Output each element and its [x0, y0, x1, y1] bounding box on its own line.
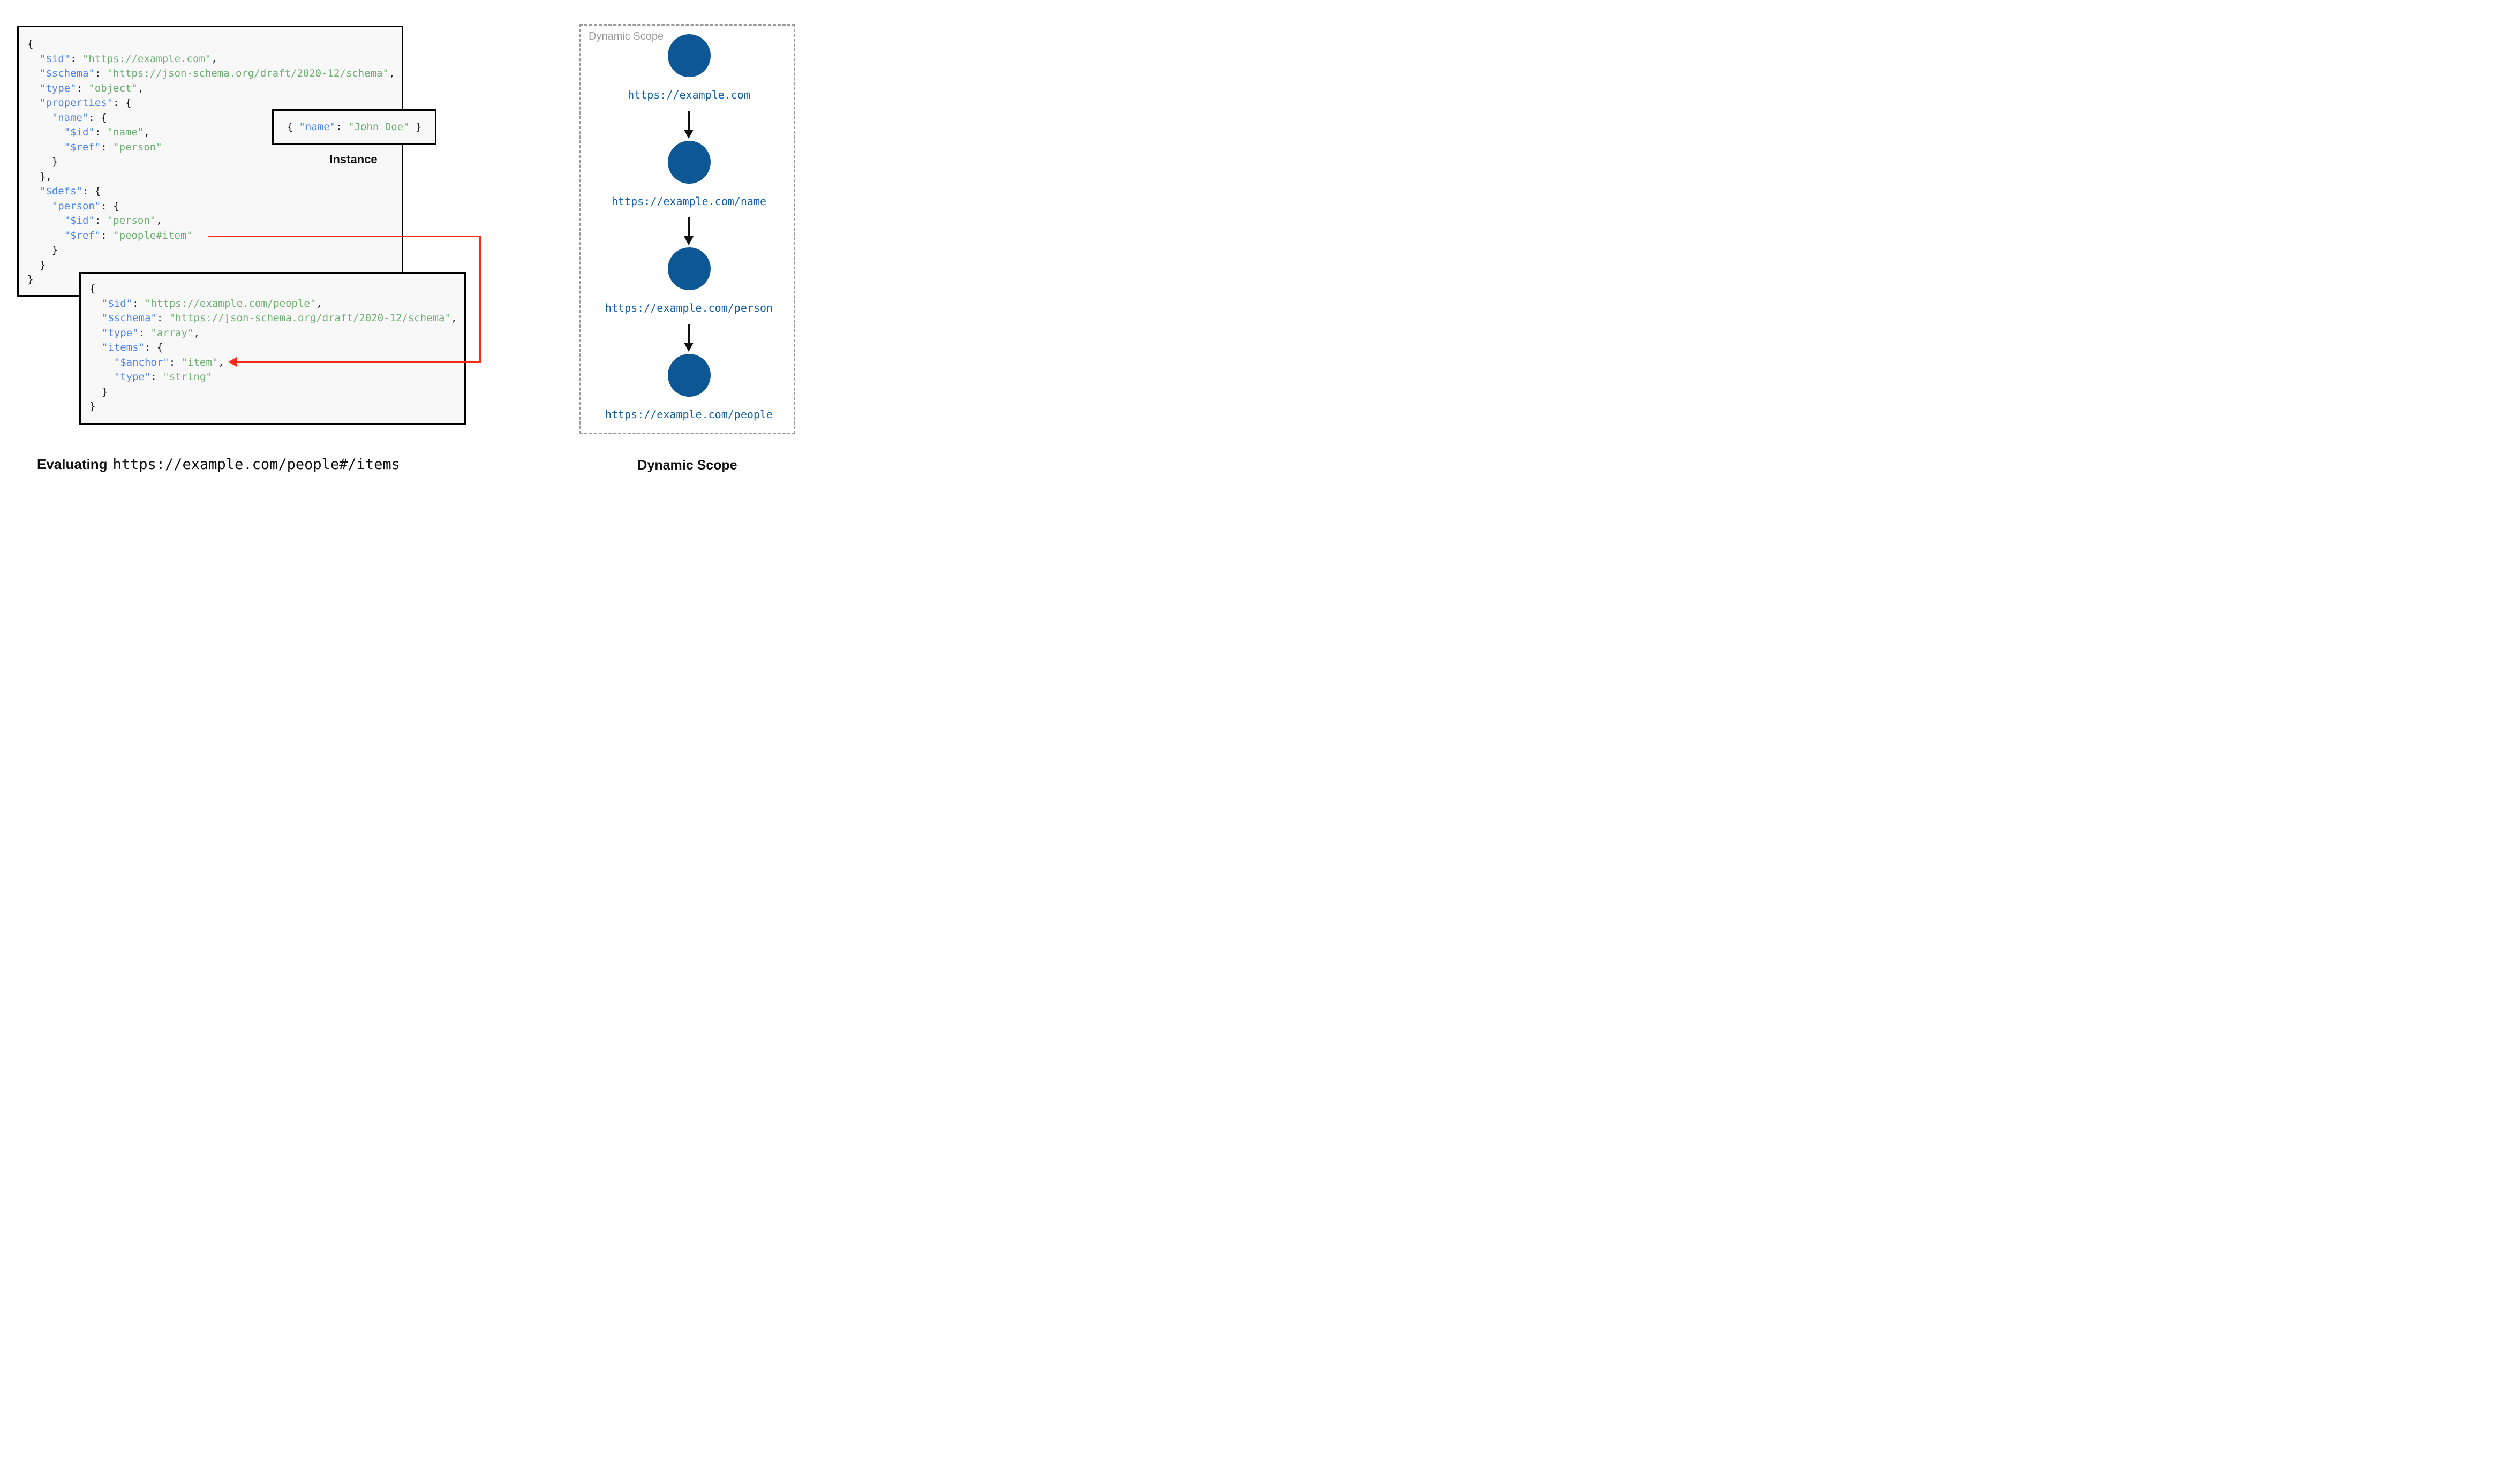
ref-arrow-segment-bottom — [236, 361, 481, 363]
scope-arrow-line-3 — [688, 324, 690, 343]
code-line: } — [27, 244, 58, 256]
code-line: "$ref": "people#item" — [64, 229, 193, 241]
scope-arrow-line-1 — [688, 111, 690, 130]
scope-arrowhead-icon-3 — [684, 343, 694, 352]
code-line: "name": { — [51, 111, 107, 124]
dynamic-scope-panel: Dynamic Scope https://example.com https:… — [579, 24, 795, 434]
code-line: "type": "string" — [114, 371, 212, 383]
ref-arrow-segment-vertical — [479, 236, 481, 363]
code-line: } — [27, 274, 34, 285]
schema-box-people: { "$id": "https://example.com/people", "… — [79, 272, 466, 425]
instance-label: Instance — [329, 153, 378, 166]
code-line: "type": "object", — [39, 82, 144, 94]
code-line: }, — [27, 170, 52, 183]
code-line: { — [89, 283, 96, 294]
scope-node-url-4: https://example.com/people — [605, 408, 773, 421]
scope-node-circle-3 — [668, 247, 711, 290]
scope-arrow-line-2 — [688, 217, 690, 236]
evaluating-caption-url: https://example.com/people#/items — [112, 456, 400, 473]
evaluating-caption: Evaluating https://example.com/people#/i… — [37, 456, 400, 473]
code-line: "$defs": { — [39, 185, 101, 197]
scope-node-circle-1 — [668, 34, 711, 77]
dynamic-scope-caption: Dynamic Scope — [637, 458, 737, 473]
code-line: } — [89, 385, 108, 398]
scope-node-url-3: https://example.com/person — [605, 301, 773, 314]
code-line: } — [27, 259, 46, 271]
dynamic-scope-panel-title: Dynamic Scope — [589, 31, 664, 42]
code-line: "type": "array", — [101, 327, 200, 339]
instance-code: { "name": "John Doe" } — [287, 120, 422, 135]
code-line: } — [89, 400, 96, 412]
code-line: "$schema": "https://json-schema.org/draf… — [101, 312, 457, 324]
diagram-canvas: { "$id": "https://example.com", "$schema… — [0, 0, 839, 495]
code-line: { — [27, 38, 34, 50]
scope-arrowhead-icon-2 — [684, 236, 694, 245]
code-line: "$id": "name", — [64, 126, 150, 138]
instance-box: { "name": "John Doe" } — [272, 109, 436, 145]
code-line: "properties": { — [39, 97, 132, 109]
code-line: "$ref": "person" — [64, 141, 162, 153]
scope-node-url-2: https://example.com/name — [612, 195, 766, 208]
schema-box-example: { "$id": "https://example.com", "$schema… — [17, 26, 403, 297]
scope-node-circle-2 — [668, 141, 711, 184]
ref-arrow-segment-top — [208, 236, 481, 237]
code-line: "$id": "https://example.com/people", — [101, 297, 322, 309]
code-line: { "name": "John Doe" } — [287, 120, 422, 133]
code-line: } — [27, 156, 58, 168]
schema-code-people: { "$id": "https://example.com/people", "… — [89, 282, 459, 414]
code-line: "person": { — [51, 200, 119, 212]
code-line: "$anchor": "item", — [114, 356, 224, 368]
schema-code-example: { "$id": "https://example.com", "$schema… — [27, 37, 396, 287]
code-line: "$id": "person", — [64, 215, 162, 226]
scope-node-circle-4 — [668, 354, 711, 397]
code-line: "items": { — [101, 342, 163, 353]
scope-arrowhead-icon-1 — [684, 130, 694, 139]
evaluating-caption-prefix: Evaluating — [37, 456, 108, 472]
ref-arrowhead-icon — [228, 357, 237, 367]
scope-node-url-1: https://example.com — [628, 88, 750, 101]
code-line: "$schema": "https://json-schema.org/draf… — [39, 67, 395, 79]
code-line: "$id": "https://example.com", — [39, 52, 217, 65]
